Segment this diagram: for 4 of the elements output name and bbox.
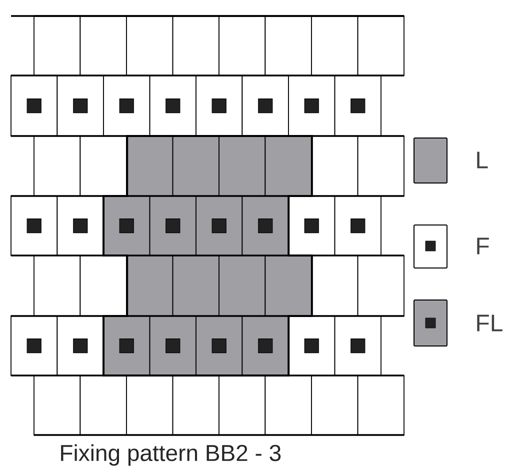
caption: Fixing pattern BB2 - 3: [61, 444, 281, 466]
legend-label: L: [477, 152, 488, 168]
legend-label: F: [477, 238, 489, 254]
legend-label: FL: [477, 314, 502, 332]
